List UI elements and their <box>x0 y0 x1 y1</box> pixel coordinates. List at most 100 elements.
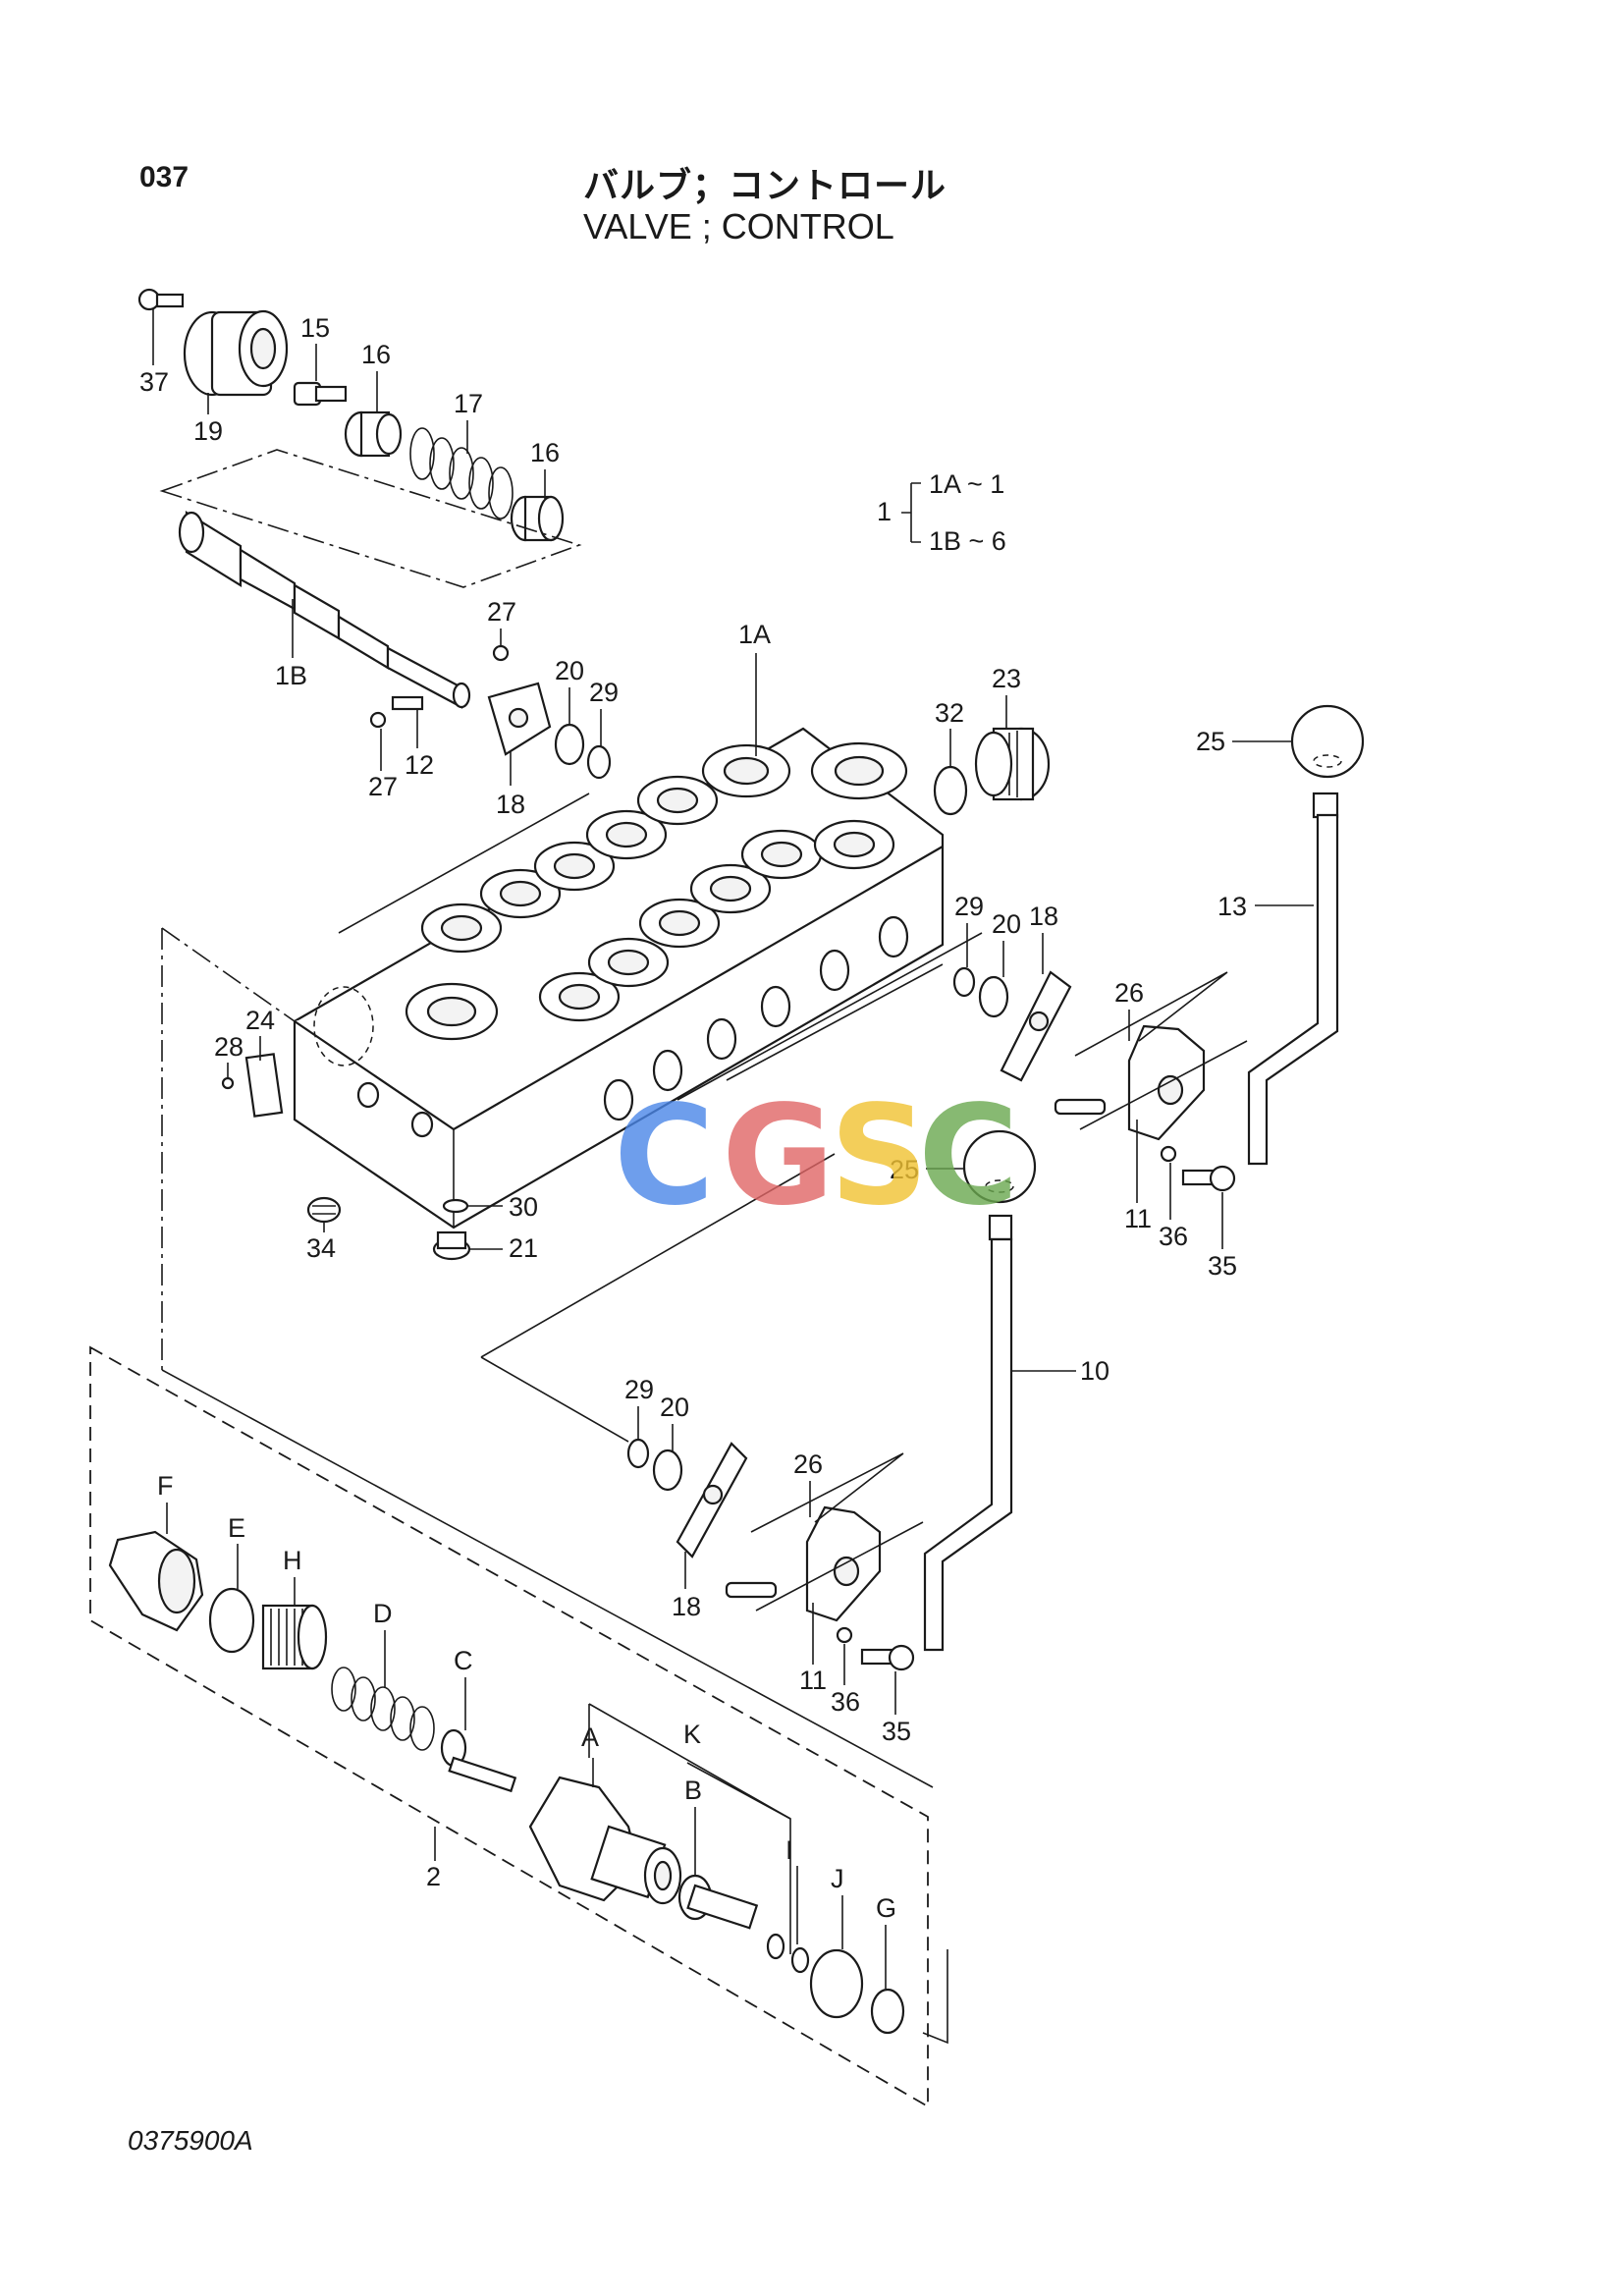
oring-29-right <box>952 966 976 998</box>
bracket-26-upper <box>1074 971 1248 1141</box>
watermark-letter-c2: C <box>918 1076 1019 1236</box>
callout-23: 23 <box>992 664 1021 693</box>
ring-27-lower <box>369 711 387 729</box>
callout-11-upper: 11 <box>1124 1204 1152 1233</box>
callout-27-upper: 27 <box>487 597 516 627</box>
callout-17: 17 <box>454 389 483 418</box>
plug-23 <box>974 727 1051 801</box>
legend-parent: 1 <box>877 497 892 526</box>
cap-19 <box>183 309 289 397</box>
callout-12: 12 <box>405 750 434 780</box>
poppet-C <box>440 1728 517 1793</box>
callout-21: 21 <box>509 1233 538 1263</box>
knob-25-upper <box>1290 704 1365 779</box>
callout-G: G <box>876 1893 896 1923</box>
spring-17 <box>409 427 514 519</box>
callout-27-lower: 27 <box>368 772 398 801</box>
spool-1B <box>178 511 471 709</box>
body-A <box>528 1776 682 1905</box>
part-legend: 1 1A ~ 1 1B ~ 6 <box>877 469 1006 556</box>
callout-25-upper: 25 <box>1196 727 1225 756</box>
spool-assembly-1B <box>137 288 612 780</box>
page-number: 037 <box>139 161 189 193</box>
title-english: VALVE ; CONTROL <box>583 206 894 246</box>
callout-I: I <box>785 1835 793 1865</box>
knob-25-lower <box>962 1129 1037 1204</box>
pin-11-upper <box>1054 1098 1107 1116</box>
hex-nut-F <box>108 1530 204 1632</box>
callout-36-upper: 36 <box>1159 1222 1188 1251</box>
callout-26-upper: 26 <box>1114 978 1144 1008</box>
callout-36-lower: 36 <box>831 1687 860 1717</box>
lever-10 <box>923 1214 1013 1652</box>
legend-1B: 1B ~ 6 <box>929 526 1006 556</box>
lever-13 <box>1247 792 1339 1166</box>
pin-12 <box>391 695 424 711</box>
callout-35-lower: 35 <box>882 1717 911 1746</box>
backup-ring-G <box>870 1988 905 2035</box>
bolt-35-upper <box>1181 1165 1236 1192</box>
spring-D <box>331 1667 435 1751</box>
callout-K: K <box>683 1720 701 1749</box>
ring-E <box>208 1587 255 1654</box>
plug-34 <box>306 1196 342 1224</box>
oring-J <box>809 1948 864 2019</box>
callout-26-lower: 26 <box>793 1449 823 1479</box>
bolt-37 <box>137 288 185 311</box>
legend-1A: 1A ~ 1 <box>929 469 1004 499</box>
callout-16-lower: 16 <box>530 438 560 467</box>
callout-18-upper: 18 <box>496 790 525 819</box>
piston-B <box>677 1874 759 1930</box>
callout-E: E <box>228 1513 245 1543</box>
callout-1A: 1A <box>738 620 771 649</box>
oring-32 <box>933 765 968 816</box>
callout-35-upper: 35 <box>1208 1251 1237 1281</box>
callout-20-upper: 20 <box>555 656 584 685</box>
callout-B: B <box>684 1776 702 1805</box>
valve-body-1A <box>293 727 983 1230</box>
callout-1B: 1B <box>275 661 307 690</box>
callout-D: D <box>373 1599 393 1628</box>
callout-24: 24 <box>245 1006 275 1035</box>
seat-16-lower <box>510 495 565 542</box>
watermark-cgsc: C G S C <box>614 1076 1019 1236</box>
seal-20-upper <box>554 723 585 766</box>
ports-top-row <box>405 741 908 1041</box>
callout-19: 19 <box>193 416 223 446</box>
callout-34: 34 <box>306 1233 336 1263</box>
plug-15 <box>293 381 348 407</box>
bolt-35-lower <box>860 1644 915 1671</box>
callout-28: 28 <box>214 1032 243 1062</box>
pin-11-lower <box>725 1581 778 1599</box>
ports-side <box>313 915 909 1138</box>
callout-18-lower: 18 <box>672 1592 701 1621</box>
callouts: 37 19 15 16 17 16 1B 27 27 12 20 29 18 1… <box>139 309 1314 1989</box>
watermark-letter-c1: C <box>614 1076 715 1236</box>
bracket-26-lower <box>750 1452 924 1622</box>
spring-I <box>790 1946 810 1974</box>
oring-29-upper <box>586 744 612 780</box>
relief-valve-2 <box>89 1345 948 2108</box>
callout-F: F <box>157 1471 174 1501</box>
callout-30: 30 <box>509 1192 538 1222</box>
callout-13: 13 <box>1217 892 1247 921</box>
callout-15: 15 <box>300 313 330 343</box>
callout-37: 37 <box>139 367 169 397</box>
callout-29-right: 29 <box>954 892 984 921</box>
callout-18-right: 18 <box>1029 902 1058 931</box>
nameplate-24 <box>244 1053 284 1118</box>
callout-20-lower: 20 <box>660 1393 689 1422</box>
title-japanese: バルブ；コントロール <box>583 165 947 205</box>
seat-16-upper <box>344 410 403 458</box>
watermark-letter-g: G <box>722 1076 835 1236</box>
callout-2: 2 <box>426 1862 441 1891</box>
seal-20-right <box>978 975 1009 1018</box>
washer-I <box>766 1933 785 1960</box>
callout-C: C <box>454 1646 473 1675</box>
ring-27-upper <box>492 644 510 662</box>
callout-25-lower: 25 <box>890 1155 919 1184</box>
plug-21 <box>432 1230 471 1261</box>
rivet-28 <box>221 1076 235 1090</box>
washer-36-lower <box>836 1626 853 1644</box>
